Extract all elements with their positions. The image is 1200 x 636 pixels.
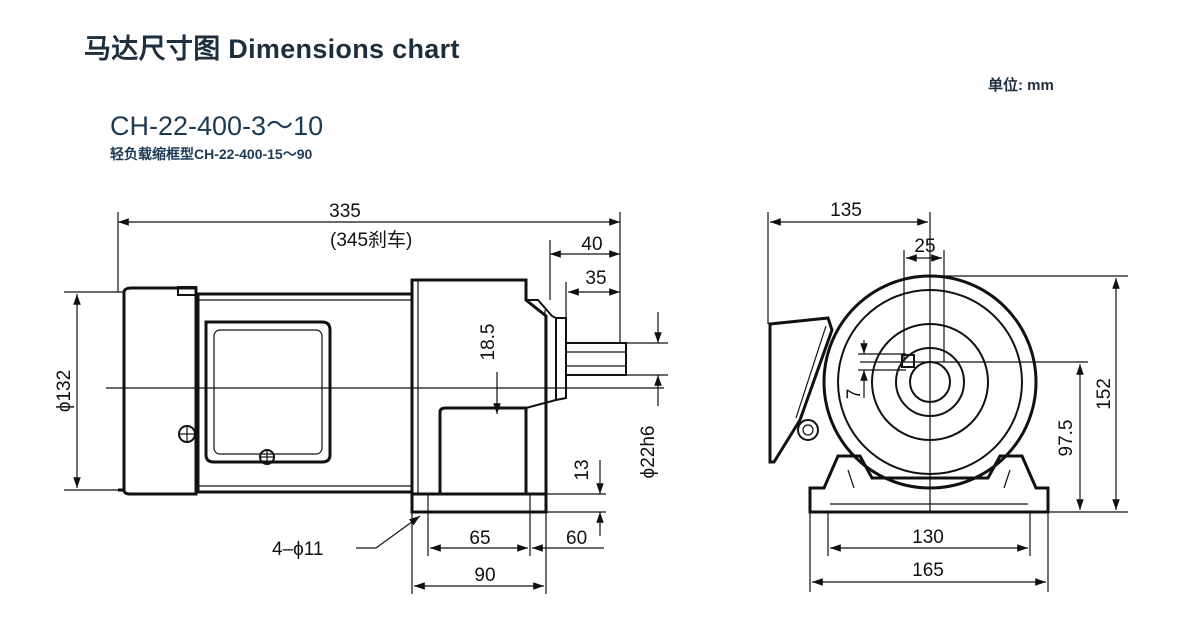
model-number: CH-22-400-3～10 [110, 111, 324, 141]
foot-width-label: 165 [912, 560, 944, 581]
shaft-length-outer-label: 40 [581, 234, 602, 255]
mounting-base [410, 492, 548, 514]
width-to-center-label: 135 [830, 200, 862, 221]
motor-body [196, 292, 414, 494]
terminal-screw-icon [259, 449, 275, 465]
dimension-center-height: 97.5 [1048, 364, 1128, 513]
dimension-mount-spacing: 65 [427, 512, 531, 556]
total-height-label: 152 [1094, 378, 1115, 410]
dimension-base-height: 13 [546, 459, 606, 536]
page-title: 马达尺寸图 Dimensions chart [84, 34, 460, 64]
dimension-overall-length: 335 (345刹车) [117, 201, 621, 343]
dimension-width-to-center: 135 [767, 200, 931, 324]
motor-diameter-label: ϕ132 [54, 370, 75, 412]
shaft-diameter-label: ϕ22h6 [638, 426, 659, 479]
key-width-label: 25 [914, 236, 935, 257]
mount-spacing-label: 65 [469, 528, 490, 549]
unit-label: 单位: mm [988, 77, 1054, 94]
dimension-shaft-diameter: ϕ22h6 [626, 312, 668, 478]
front-view: 135 25 7 97.5 152 130 [767, 200, 1128, 592]
dimension-foot-spacing: 130 [827, 512, 1031, 556]
base-length-label: 90 [474, 565, 495, 586]
dimension-base-length: 90 [411, 512, 547, 594]
center-height-label: 97.5 [1056, 420, 1077, 457]
dimension-shaft-offset: 18.5 [478, 324, 501, 414]
dimension-motor-diameter: ϕ132 [54, 291, 124, 491]
gearbox-housing [410, 278, 567, 496]
shaft-key [901, 354, 915, 368]
terminal-box [768, 316, 834, 464]
dimension-mount-holes: 4–ϕ11 [272, 515, 421, 560]
dimension-key-width: 25 [903, 236, 945, 362]
dimension-base-edge: 60 [532, 512, 604, 556]
base-height-label: 13 [572, 459, 593, 480]
dimension-shaft-35: 35 [565, 268, 620, 318]
foot-spacing-label: 130 [912, 527, 944, 548]
key-depth-label: 7 [844, 389, 865, 400]
dimension-key-depth: 7 [844, 340, 906, 399]
overall-length-brake-label: (345刹车) [330, 229, 412, 251]
dimension-foot-width: 165 [809, 512, 1049, 592]
ground-screw-icon [178, 425, 196, 443]
shaft-offset-label: 18.5 [478, 324, 499, 361]
motor-end-cap [118, 286, 198, 496]
output-shaft [565, 342, 627, 376]
shaft-length-inner-label: 35 [585, 268, 606, 289]
side-view: 335 (345刹车) 40 35 18.5 ϕ132 [54, 201, 668, 594]
overall-length-label: 335 [329, 201, 361, 222]
base-edge-label: 60 [566, 528, 587, 549]
mount-holes-label: 4–ϕ11 [272, 539, 324, 560]
model-subtitle: 轻负载缩框型CH-22-400-15～90 [110, 146, 313, 162]
dimension-shaft-40: 40 [549, 234, 620, 300]
mounting-feet [808, 454, 1050, 514]
dimension-total-height: 152 [930, 275, 1128, 510]
